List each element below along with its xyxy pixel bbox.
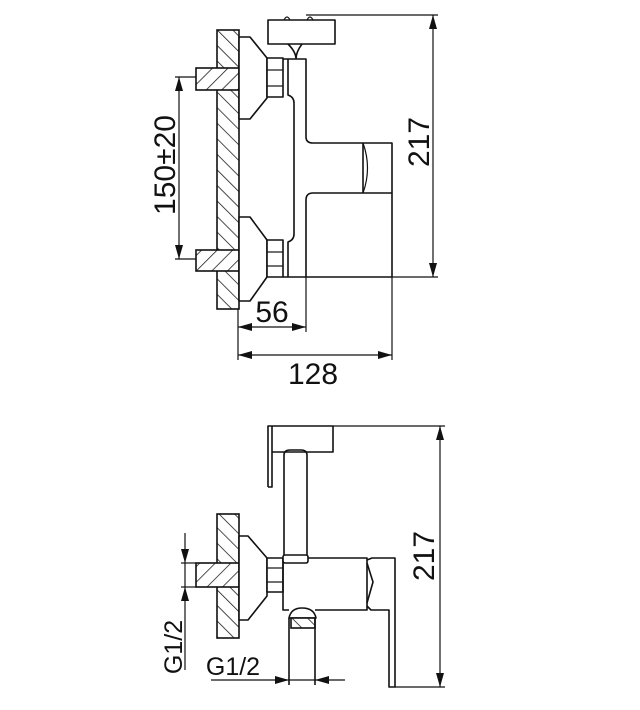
nut <box>266 557 284 593</box>
lower-flange <box>238 216 268 302</box>
handle <box>267 19 336 45</box>
top-view-mixer <box>195 16 393 310</box>
upper-flange <box>238 36 268 120</box>
lower-inlet-pipe <box>195 249 240 272</box>
top-dimensions: 217 150±20 56 128 <box>149 14 438 391</box>
inlet-thread-label: G1/2 <box>160 620 188 674</box>
total-depth-label: 128 <box>288 358 338 391</box>
lever-handle <box>366 557 396 688</box>
inlet-spacing-label: 150±20 <box>149 115 182 215</box>
height-label: 217 <box>403 117 436 167</box>
wall-section <box>216 29 240 310</box>
hose-ring <box>282 554 309 564</box>
mixer-body <box>282 557 368 611</box>
upper-nut <box>266 57 284 98</box>
flange <box>238 535 268 621</box>
body-lower-edge <box>305 192 392 277</box>
body-depth-label: 56 <box>255 296 288 329</box>
spray-holder <box>267 425 334 488</box>
inlet-pipe <box>195 562 240 588</box>
height-label: 217 <box>408 531 441 581</box>
bottom-dimensions: 217 G1/2 G1/2 <box>160 425 445 688</box>
handle-top <box>283 16 314 21</box>
outlet-thread-label: G1/2 <box>206 653 260 681</box>
lower-nut <box>266 239 284 278</box>
aerator-curve <box>362 142 369 194</box>
outlet-ring <box>288 607 317 619</box>
outlet-thread-section <box>290 617 316 629</box>
mixer-body <box>283 58 393 278</box>
handle-stem <box>287 43 303 60</box>
body-inner-edge <box>287 59 295 277</box>
hose-pipe <box>283 449 308 560</box>
upper-inlet-pipe <box>195 67 240 91</box>
bottom-view-mixer <box>195 425 396 688</box>
